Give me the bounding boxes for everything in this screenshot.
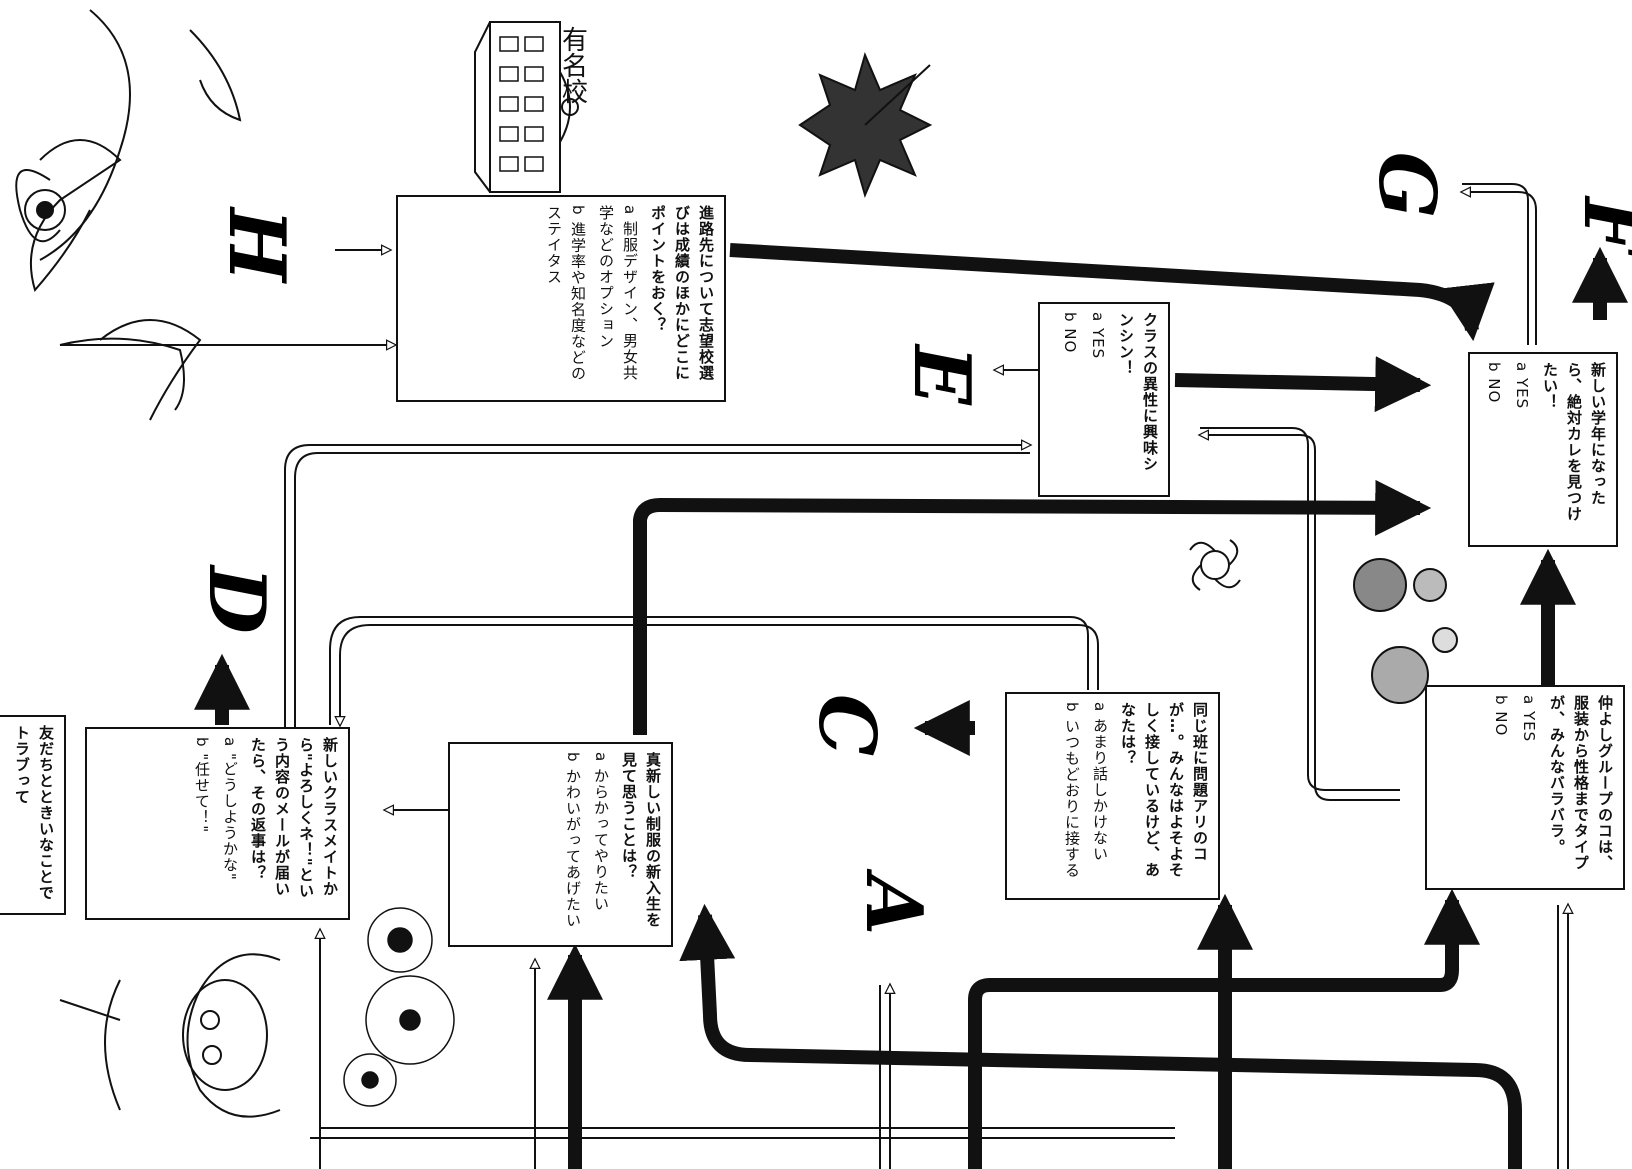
question-box-cutoff: 友だちとときいなことでトラブって <box>0 715 66 915</box>
option-b: b いつもどおりに接する <box>1060 702 1084 890</box>
question-box-school-choice: 進路先について志望校選びは成績のほかにどこにポイントをおく？ a 制服デザイン、… <box>396 195 726 402</box>
ornament-illustration <box>1180 530 1250 600</box>
option-b: b "任せて！" <box>190 737 214 910</box>
result-letter-h: H <box>205 200 295 290</box>
question-box-friend-group: 仲よしグループのコは、服装から性格までタイプが、みんなバラバラ。 a YES b… <box>1425 685 1625 890</box>
question-box-problem-classmate: 同じ班に問題アリのコが…。みんなはよそよそしく接しているけど、あなたは？ a あ… <box>1005 692 1220 900</box>
school-label: 有名校 <box>562 28 592 106</box>
maple-leaf-illustration <box>780 45 940 205</box>
question-text: 仲よしグループのコは、服装から性格までタイプが、みんなバラバラ。 <box>1545 695 1617 880</box>
open-connector <box>340 625 1098 725</box>
result-letter-d: D <box>185 555 275 645</box>
option-b: b 進学率や知名度などのステイタス <box>542 205 590 392</box>
option-a: a "どうしようかな" <box>218 737 242 910</box>
option-no: b NO <box>1058 312 1082 487</box>
question-text: クラスの異性に興味シンシン！ <box>1114 312 1162 487</box>
option-a: a 制服デザイン、男女共学などのオプション <box>594 205 642 392</box>
question-text: 新しい学年になったら、絶対カレを見つけたい！ <box>1538 362 1610 537</box>
thick-connector <box>1175 380 1420 385</box>
result-letter-g: G <box>1355 140 1445 230</box>
question-text: 同じ班に問題アリのコが…。みんなはよそよそしく接しているけど、あなたは？ <box>1116 702 1212 890</box>
question-box-new-uniform: 真新しい制服の新入生を見て思うことは？ a からかってやりたい b かわいがって… <box>448 742 673 947</box>
option-yes: a YES <box>1086 312 1110 487</box>
question-text: 友だちとときいなことでトラブって <box>10 725 58 905</box>
result-letter-e: E <box>890 330 980 420</box>
result-letter-f: F <box>1560 180 1632 270</box>
question-text: 新しいクラスメイトから"よろしくネ！"という内容のメールが届いたら、その返事は？ <box>246 737 342 910</box>
question-box-new-grade: 新しい学年になったら、絶対カレを見つけたい！ a YES b NO <box>1468 352 1618 547</box>
question-box-class-opposite-sex: クラスの異性に興味シンシン！ a YES b NO <box>1038 302 1170 497</box>
question-text: 真新しい制服の新入生を見て思うことは？ <box>617 752 665 937</box>
question-box-new-classmate-mail: 新しいクラスメイトから"よろしくネ！"という内容のメールが届いたら、その返事は？… <box>85 727 350 920</box>
open-connector <box>330 617 1088 725</box>
result-letter-c: C <box>795 680 885 770</box>
girl-illustration <box>0 920 300 1150</box>
open-connector <box>295 453 1030 740</box>
question-text: 進路先について志望校選びは成績のほかにどこにポイントをおく？ <box>646 205 718 392</box>
option-a: a あまり話しかけない <box>1088 702 1112 890</box>
option-yes: a YES <box>1517 695 1541 880</box>
option-yes: a YES <box>1510 362 1534 537</box>
option-no: b NO <box>1489 695 1513 880</box>
thick-connector <box>705 915 1515 1169</box>
open-connector <box>285 445 1030 740</box>
option-no: b NO <box>1482 362 1506 537</box>
result-letter-a: A <box>842 860 932 950</box>
option-b: b かわいがってあげたい <box>561 752 585 937</box>
option-a: a からかってやりたい <box>589 752 613 937</box>
